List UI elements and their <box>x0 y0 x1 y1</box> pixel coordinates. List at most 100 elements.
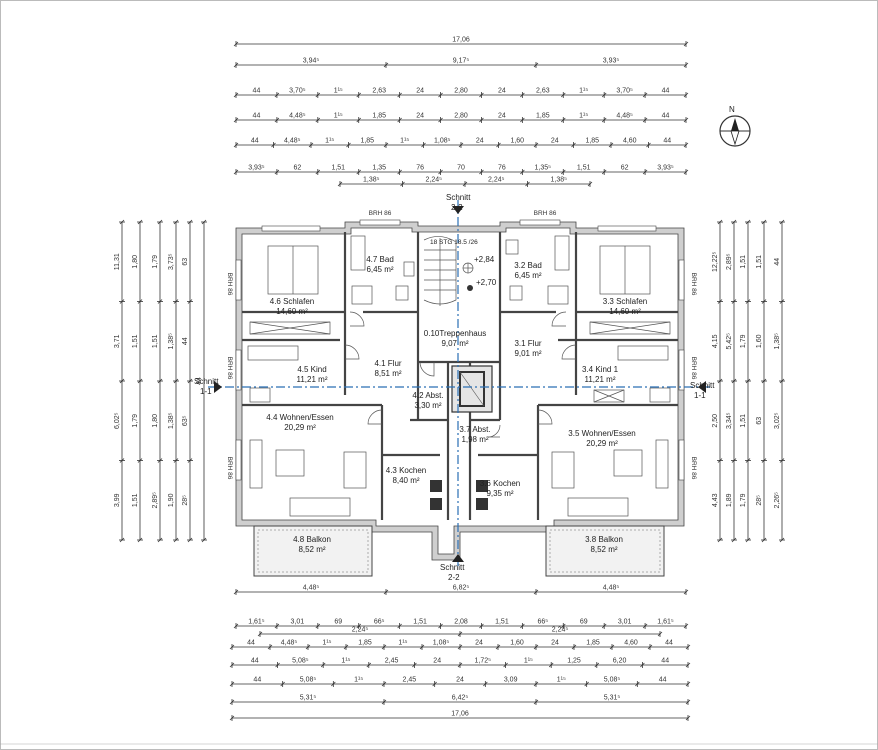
room-area: 6,45 m² <box>366 265 393 274</box>
brh-label: BRH 86 <box>690 357 697 380</box>
dimension-label: 1¹⁵ <box>400 138 409 145</box>
dimension-label: 3,70⁵ <box>289 88 306 95</box>
dimension-label: 63 <box>182 258 189 266</box>
dimension-tick <box>157 378 163 384</box>
dimension-label: 44 <box>182 337 189 345</box>
dimension-label: 1,51 <box>577 165 591 172</box>
dimension-label: 6,42⁵ <box>452 695 469 702</box>
dimension-label: 3,73⁵ <box>168 253 175 270</box>
dimension-label: 1,60 <box>510 640 524 647</box>
dimension-label: 3,99 <box>114 493 121 507</box>
dimension-label: 1,85 <box>358 640 372 647</box>
balcony-right <box>545 525 665 577</box>
dimension-label: 44 <box>251 138 259 145</box>
dimension-label: 44 <box>663 138 671 145</box>
dimension-label: 44 <box>662 113 670 120</box>
desk <box>649 387 671 403</box>
outer-wall <box>235 221 685 561</box>
dimension-label: 24 <box>456 677 464 684</box>
coffee-table <box>613 449 643 477</box>
dining-table <box>343 451 367 489</box>
dimension-tick <box>119 299 125 304</box>
dimension-label: 24 <box>551 138 559 145</box>
dimension-tick <box>137 299 143 304</box>
dimension-tick <box>761 458 767 463</box>
dimension-label: 69 <box>334 619 342 626</box>
section-right-num: 1-1 <box>694 391 706 400</box>
dimension-tick <box>173 299 179 304</box>
dimension-label: 12,22⁵ <box>712 251 719 272</box>
brh-label: BRH 86 <box>226 457 233 480</box>
dimension-tick <box>173 458 179 463</box>
dimension-label: 1,89 <box>726 493 733 507</box>
doors <box>344 311 577 438</box>
stair-label: 18 STG 18.5 /26 <box>430 239 478 246</box>
dimension-label: 1,61⁵ <box>657 619 674 626</box>
dimension-tick <box>157 458 163 463</box>
dimension-tick <box>173 537 179 543</box>
dimension-label: 3,09 <box>504 677 518 684</box>
section-right-label: Schnitt <box>690 381 715 390</box>
dimension-label: 5,31⁵ <box>300 695 317 702</box>
dimension-label: 66⁵ <box>374 619 385 626</box>
brh-label: BRH 86 <box>690 457 697 480</box>
dimension-tick <box>137 458 143 463</box>
dimension-label: 9,17⁵ <box>453 58 470 65</box>
dimension-label: 3,93⁵ <box>657 165 674 172</box>
bathtub <box>350 235 366 271</box>
dimension-tick <box>717 458 723 463</box>
dimension-label: 44 <box>251 658 259 665</box>
door-swing <box>367 409 383 425</box>
dimension-tick <box>717 378 723 384</box>
window <box>678 259 685 301</box>
dimension-label: 1¹⁵ <box>334 88 343 95</box>
furniture <box>247 245 671 517</box>
dimension-label: 44 <box>247 640 255 647</box>
dimension-label: 28⁵ <box>182 495 189 506</box>
dimension-tick <box>173 378 179 384</box>
door-swing <box>537 409 553 425</box>
dimension-label: 28⁵ <box>756 495 763 506</box>
dimension-label: 2,89⁵ <box>726 253 733 270</box>
room-name: 3.5 Wohnen/Essen <box>568 429 635 438</box>
dimension-label: 24 <box>498 88 506 95</box>
left-dimension-chains: 11,313,716,02⁵3,991,801,511,791,511,791,… <box>114 219 207 543</box>
wardrobe-mark <box>589 321 671 335</box>
dimension-label: 17,06 <box>451 711 469 718</box>
dimension-label: 17,06 <box>452 37 470 44</box>
dimension-tick <box>731 458 737 463</box>
dimension-label: 1,51 <box>132 493 139 507</box>
sofa <box>249 439 263 489</box>
section-top-num: 2-2 <box>451 203 463 212</box>
dimension-label: 1¹⁵ <box>325 138 334 145</box>
dimension-label: 44 <box>253 113 261 120</box>
dimension-tick <box>761 219 767 225</box>
room-name: 3.7 Abst. <box>459 425 490 434</box>
dimension-tick <box>187 378 193 384</box>
dimension-label: 6,20 <box>613 658 627 665</box>
dimension-tick <box>761 537 767 543</box>
dimension-label: 1,79 <box>152 255 159 269</box>
room-name: 4.6 Schlafen <box>270 297 314 306</box>
dimension-label: 76 <box>498 165 506 172</box>
dimension-label: 1,85 <box>586 640 600 647</box>
dimension-label: 4,60 <box>623 138 637 145</box>
dimension-label: 62 <box>621 165 629 172</box>
cabinet-mark <box>593 389 625 403</box>
dimension-label: 2,24⁵ <box>552 627 569 634</box>
room-area: 8,52 m² <box>590 545 617 554</box>
door-swing <box>551 311 567 327</box>
section-arrow-icon <box>698 381 706 393</box>
window <box>235 259 242 301</box>
room-area: 11,21 m² <box>297 375 328 384</box>
dimension-label: 76 <box>416 165 424 172</box>
dimension-label: 1,61⁵ <box>248 619 265 626</box>
dimension-label: 1,85 <box>372 113 386 120</box>
sink-kitchen <box>476 498 488 510</box>
dimension-label: 4,48⁵ <box>284 138 301 145</box>
windows <box>235 219 685 481</box>
dimension-label: 69 <box>580 619 588 626</box>
dimension-label: 1,51 <box>413 619 427 626</box>
dimension-tick <box>745 537 751 543</box>
dimension-label: 24 <box>498 113 506 120</box>
